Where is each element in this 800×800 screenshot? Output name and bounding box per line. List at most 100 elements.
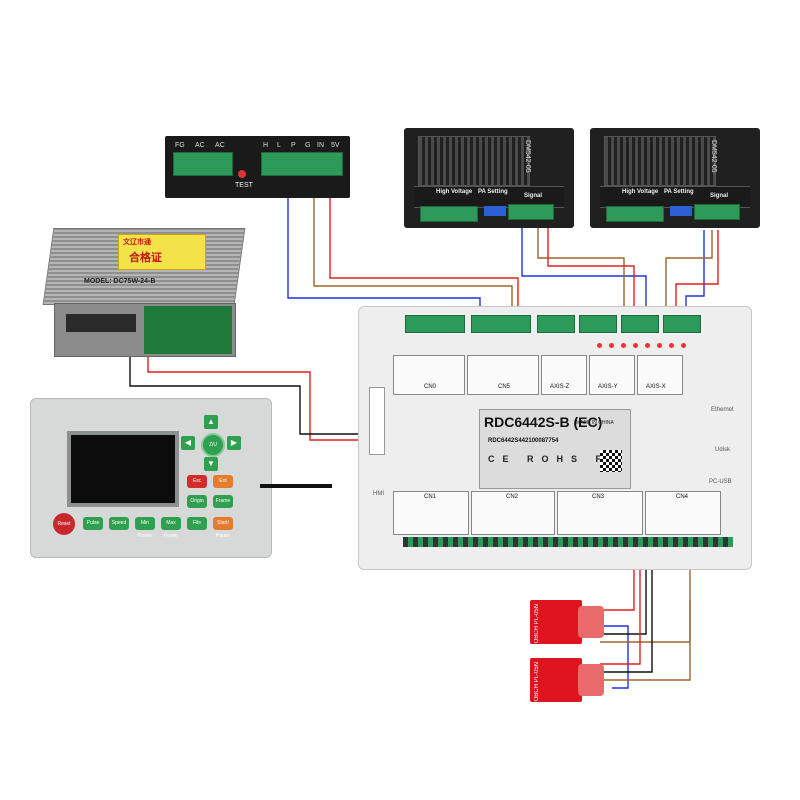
panel-reset-button[interactable]: Reset	[53, 513, 75, 535]
panel-origin-button[interactable]: Origin	[187, 495, 207, 508]
psu-label-top: 文辽市通	[123, 239, 151, 246]
lps-label-in: IN	[317, 142, 324, 149]
sensor-1-text: OBCH PL-05N	[534, 604, 540, 644]
lps-test-label: TEST	[235, 182, 253, 189]
ctrl-section-axis-x: AXIS-X	[637, 355, 683, 395]
panel-cable	[260, 484, 332, 488]
psu-terminal-block	[66, 314, 136, 332]
lps-label-l: L	[277, 142, 281, 149]
ctrl-terminal-axis-x	[621, 315, 659, 333]
driver-2-signal-terminal	[694, 204, 740, 220]
driver-1-pa-setting: PA Setting	[478, 189, 508, 195]
panel-left-arrow-icon[interactable]: ◀	[181, 436, 195, 450]
wire-psu-black	[129, 330, 372, 435]
ctrl-left-connector	[369, 387, 385, 455]
laser-power-supply: FG AC AC H L P G IN 5V TEST	[165, 136, 350, 198]
control-panel: ▲ ◀ Z/U ▶ ▼ Esc Ent Origin Frame Reset P…	[30, 398, 272, 558]
switching-power-supply: 文辽市通 合格证 MODEL: DC75W-24-B	[42, 228, 246, 358]
controller-made-in: MADE IN CHINA	[576, 420, 614, 426]
psu-certificate-label: 文辽市通 合格证	[118, 234, 206, 270]
controller-cert-marks: CE ROHS FC	[488, 454, 624, 464]
lps-ac-terminal	[173, 152, 233, 176]
panel-pulse-button[interactable]: Pulse	[83, 517, 103, 530]
wire-sensor2-black	[600, 560, 653, 673]
panel-lcd-screen	[67, 431, 179, 507]
driver-1-high-voltage: High Voltage	[436, 189, 473, 195]
controller-hmi-label: HMI	[373, 491, 384, 497]
panel-center-button[interactable]: Z/U	[201, 433, 225, 457]
panel-speed-button[interactable]: Speed	[109, 517, 129, 530]
stepper-driver-1: DM542-05 High Voltage PA Setting Signal	[404, 128, 574, 228]
driver-1-heatsink	[418, 136, 530, 186]
sensor-1-body	[530, 600, 582, 644]
panel-down-arrow-icon[interactable]: ▼	[204, 457, 218, 471]
wire-lps-red	[329, 190, 519, 320]
driver-1-dip-switch	[484, 206, 506, 216]
panel-esc-button[interactable]: Esc	[187, 475, 207, 488]
driver-2-high-voltage: High Voltage	[622, 189, 659, 195]
controller-model: RDC6442S-B (EC)	[484, 414, 603, 430]
wire-sensor1-black	[600, 560, 647, 635]
panel-right-arrow-icon[interactable]: ▶	[227, 436, 241, 450]
sensor-2-tip	[578, 664, 604, 696]
ctrl-section-cn3: CN3	[557, 491, 643, 535]
lps-label-ac2: AC	[215, 142, 225, 149]
ctrl-terminal-cn5	[471, 315, 531, 333]
ctrl-bottom-terminal-strip	[403, 537, 733, 547]
driver-2-power-terminal	[606, 206, 664, 222]
wire-sensor1-brown	[600, 560, 691, 643]
wire-sensor1-blue	[600, 625, 629, 689]
ctrl-section-cn2: CN2	[471, 491, 555, 535]
ctrl-section-cn5: CN5	[467, 355, 539, 395]
qr-code-icon	[600, 450, 622, 472]
lps-test-button	[238, 170, 246, 178]
driver-1-side-text: DM542-05	[524, 140, 532, 173]
ctrl-section-cn4: CN4	[645, 491, 721, 535]
laser-controller: CN0 CN5 AXIS-Z AXIS-Y AXIS-X RDC6442S-B …	[358, 306, 752, 570]
sensor-2-body	[530, 658, 582, 702]
sensor-1-tip	[578, 606, 604, 638]
wire-drv1-blue	[521, 228, 647, 320]
lps-label-g: G	[305, 142, 311, 149]
ctrl-section-cn1: CN1	[393, 491, 469, 535]
wire-sensor1-red	[600, 560, 635, 611]
psu-label-main: 合格证	[129, 252, 162, 264]
driver-2-heatsink	[604, 136, 716, 186]
sensor-2-text: OBCH PL-05N	[534, 662, 540, 702]
driver-1-signal-terminal	[508, 204, 554, 220]
ctrl-terminal-axis-u	[663, 315, 701, 333]
stepper-driver-2: DM542-05 High Voltage PA Setting Signal	[590, 128, 760, 228]
psu-circuit-board	[144, 306, 232, 354]
ctrl-section-axis-y: AXIS-Y	[589, 355, 635, 395]
lps-signal-terminal	[261, 152, 343, 176]
driver-2-signal: Signal	[710, 193, 729, 199]
panel-start-pause-button[interactable]: Start/ Pause	[213, 517, 233, 539]
wire-drv2-brown	[665, 230, 713, 320]
ctrl-section-axis-z: AXIS-Z	[541, 355, 587, 395]
lps-label-h: H	[263, 142, 269, 149]
panel-min-power-button[interactable]: Min Power	[135, 517, 155, 539]
lps-label-5v: 5V	[331, 142, 340, 149]
panel-max-power-button[interactable]: Max Power	[161, 517, 181, 539]
panel-up-arrow-icon[interactable]: ▲	[204, 415, 218, 429]
wire-sensor2-brown	[600, 600, 691, 681]
controller-ethernet-label: Ethernet	[711, 407, 734, 413]
psu-model-text: MODEL: DC75W-24-B	[84, 278, 156, 285]
driver-2-pa-setting: PA Setting	[664, 189, 694, 195]
panel-file-button[interactable]: File	[187, 517, 207, 530]
panel-enter-button[interactable]: Ent	[213, 475, 233, 488]
wire-lps-brown	[313, 190, 513, 320]
panel-frame-button[interactable]: Frame	[213, 495, 233, 508]
controller-pcusb-label: PC-USB	[709, 479, 732, 485]
wire-drv1-brown	[537, 228, 625, 320]
limit-sensor-2: OBCH PL-05N	[530, 658, 604, 702]
wire-drv2-red	[675, 230, 719, 320]
driver-2-side-text: DM542-05	[710, 140, 718, 173]
ctrl-terminal-axis-y	[579, 315, 617, 333]
ctrl-terminal-cn0	[405, 315, 465, 333]
driver-1-signal: Signal	[524, 193, 543, 199]
lps-label-p: P	[291, 142, 296, 149]
controller-label-plate: RDC6442S-B (EC) MADE IN CHINA RDC6442S44…	[479, 409, 631, 489]
ctrl-section-cn0: CN0	[393, 355, 465, 395]
